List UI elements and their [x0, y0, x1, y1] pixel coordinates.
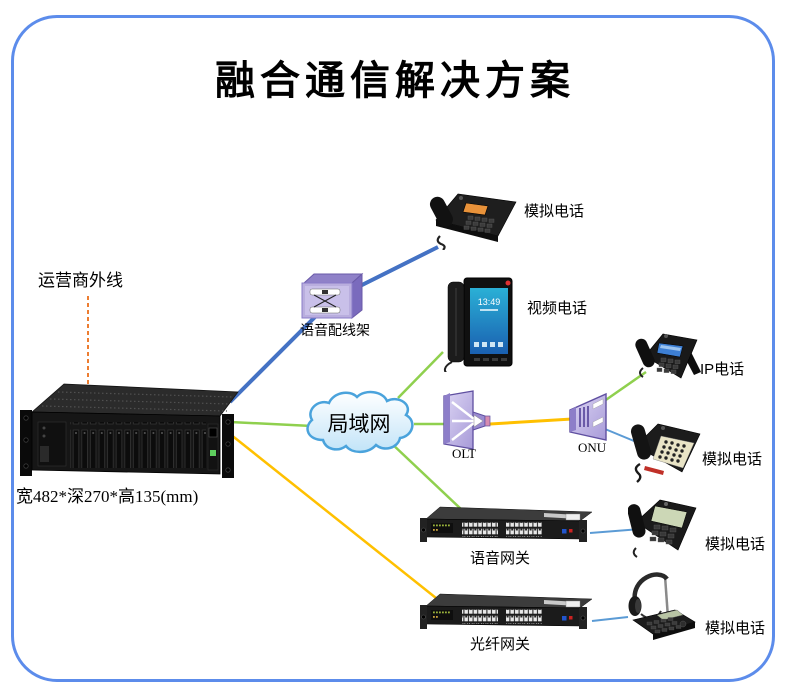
onu-label: ONU	[578, 440, 607, 455]
voice-gateway-icon	[420, 506, 593, 542]
onu	[568, 392, 610, 447]
page-title: 融合通信解决方案	[215, 59, 575, 103]
analog-phone-headset-label: 模拟电话	[705, 620, 766, 637]
voice-gateway	[418, 505, 598, 547]
video-phone: 13:49	[436, 272, 518, 372]
lan-cloud-label: 局域网	[328, 412, 391, 436]
video-phone-screen-time: 13:49	[478, 297, 501, 307]
fiber-gateway	[418, 592, 598, 634]
analog-phone-voicegw-label: 模拟电话	[705, 536, 766, 553]
line-voicegateway-analogphone	[589, 528, 641, 534]
ip-phone-label: IP电话	[700, 361, 745, 378]
voice-gateway-label: 语音网关	[470, 550, 531, 567]
video-phone-label: 视频电话	[527, 300, 588, 317]
ip-phone	[633, 320, 705, 390]
video-phone-icon: 13:49	[444, 277, 513, 372]
patch-panel	[298, 270, 368, 320]
analog-phone-voicegw	[628, 492, 703, 560]
patch-panel-label: 语音配线架	[300, 322, 370, 338]
line-pbx-cloud	[229, 420, 313, 428]
line-cloud-videophone	[397, 351, 444, 399]
analog-phone-top-label: 模拟电话	[524, 203, 585, 220]
ip-phone-icon	[635, 333, 701, 379]
olt	[440, 390, 495, 452]
analog-phone-top	[428, 182, 524, 250]
patch-panel-icon	[301, 272, 364, 320]
fiber-gateway-label: 光纤网关	[470, 636, 531, 653]
analog-phone-voicegw-icon	[628, 499, 697, 558]
olt-label: OLT	[452, 446, 477, 461]
analog-phone-onu	[630, 412, 705, 484]
fiber-gateway-icon	[420, 593, 593, 629]
carrier-trunk-label: 运营商外线	[38, 271, 123, 290]
line-cloud-voicegateway	[389, 441, 463, 511]
olt-icon	[443, 390, 491, 450]
line-fibergateway-headsetphone	[591, 616, 629, 622]
lan-cloud: 局域网	[298, 388, 420, 460]
pbx-chassis	[12, 378, 242, 483]
analog-phone-onu-label: 模拟电话	[702, 451, 763, 468]
page-border	[11, 15, 775, 682]
pbx-dimensions-label: 宽482*深270*高135(mm)	[16, 487, 199, 506]
pbx-chassis-icon	[20, 383, 239, 478]
analog-phone-headset	[615, 566, 703, 642]
lan-cloud-icon: 局域网	[306, 390, 414, 454]
analog-phone-headset-icon	[628, 572, 696, 640]
line-olt-onu	[489, 417, 573, 426]
onu-icon	[569, 392, 607, 441]
line-onu-ipphone	[599, 370, 647, 406]
analog-phone-top-icon	[429, 193, 517, 250]
line-pbx-fibergateway	[229, 433, 437, 599]
analog-phone-onu-icon	[630, 423, 701, 483]
